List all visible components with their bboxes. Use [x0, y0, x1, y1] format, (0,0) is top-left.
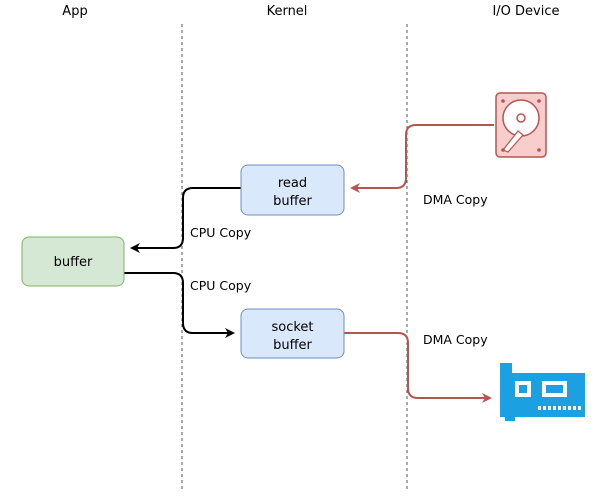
read-buffer-label-line2: buffer	[273, 194, 312, 209]
read-buffer-label-line1: read	[278, 176, 307, 191]
lane-title-io-device: I/O Device	[492, 4, 559, 19]
app-buffer-label: buffer	[54, 255, 93, 270]
cpu-copy-read-arrow	[130, 187, 241, 253]
dma-copy-write-label: DMA Copy	[423, 332, 488, 347]
lane-title-kernel: Kernel	[267, 4, 308, 19]
dma-copy-write-arrow	[344, 332, 492, 403]
hard-disk-icon	[495, 92, 547, 158]
socket-buffer-label-line1: socket	[271, 320, 313, 335]
app-buffer-node: buffer	[21, 236, 125, 287]
network-card-icon	[500, 363, 585, 421]
cpu-copy-read-label: CPU Copy	[190, 225, 252, 240]
lane-title-app: App	[62, 4, 87, 19]
socket-buffer-node: socket buffer	[240, 308, 345, 359]
cpu-copy-write-arrow	[124, 272, 235, 338]
read-buffer-node: read buffer	[240, 164, 345, 216]
cpu-copy-write-label: CPU Copy	[190, 278, 252, 293]
dma-copy-read-arrow	[350, 124, 494, 193]
dma-copy-read-label: DMA Copy	[423, 192, 488, 207]
socket-buffer-label-line2: buffer	[273, 338, 312, 353]
